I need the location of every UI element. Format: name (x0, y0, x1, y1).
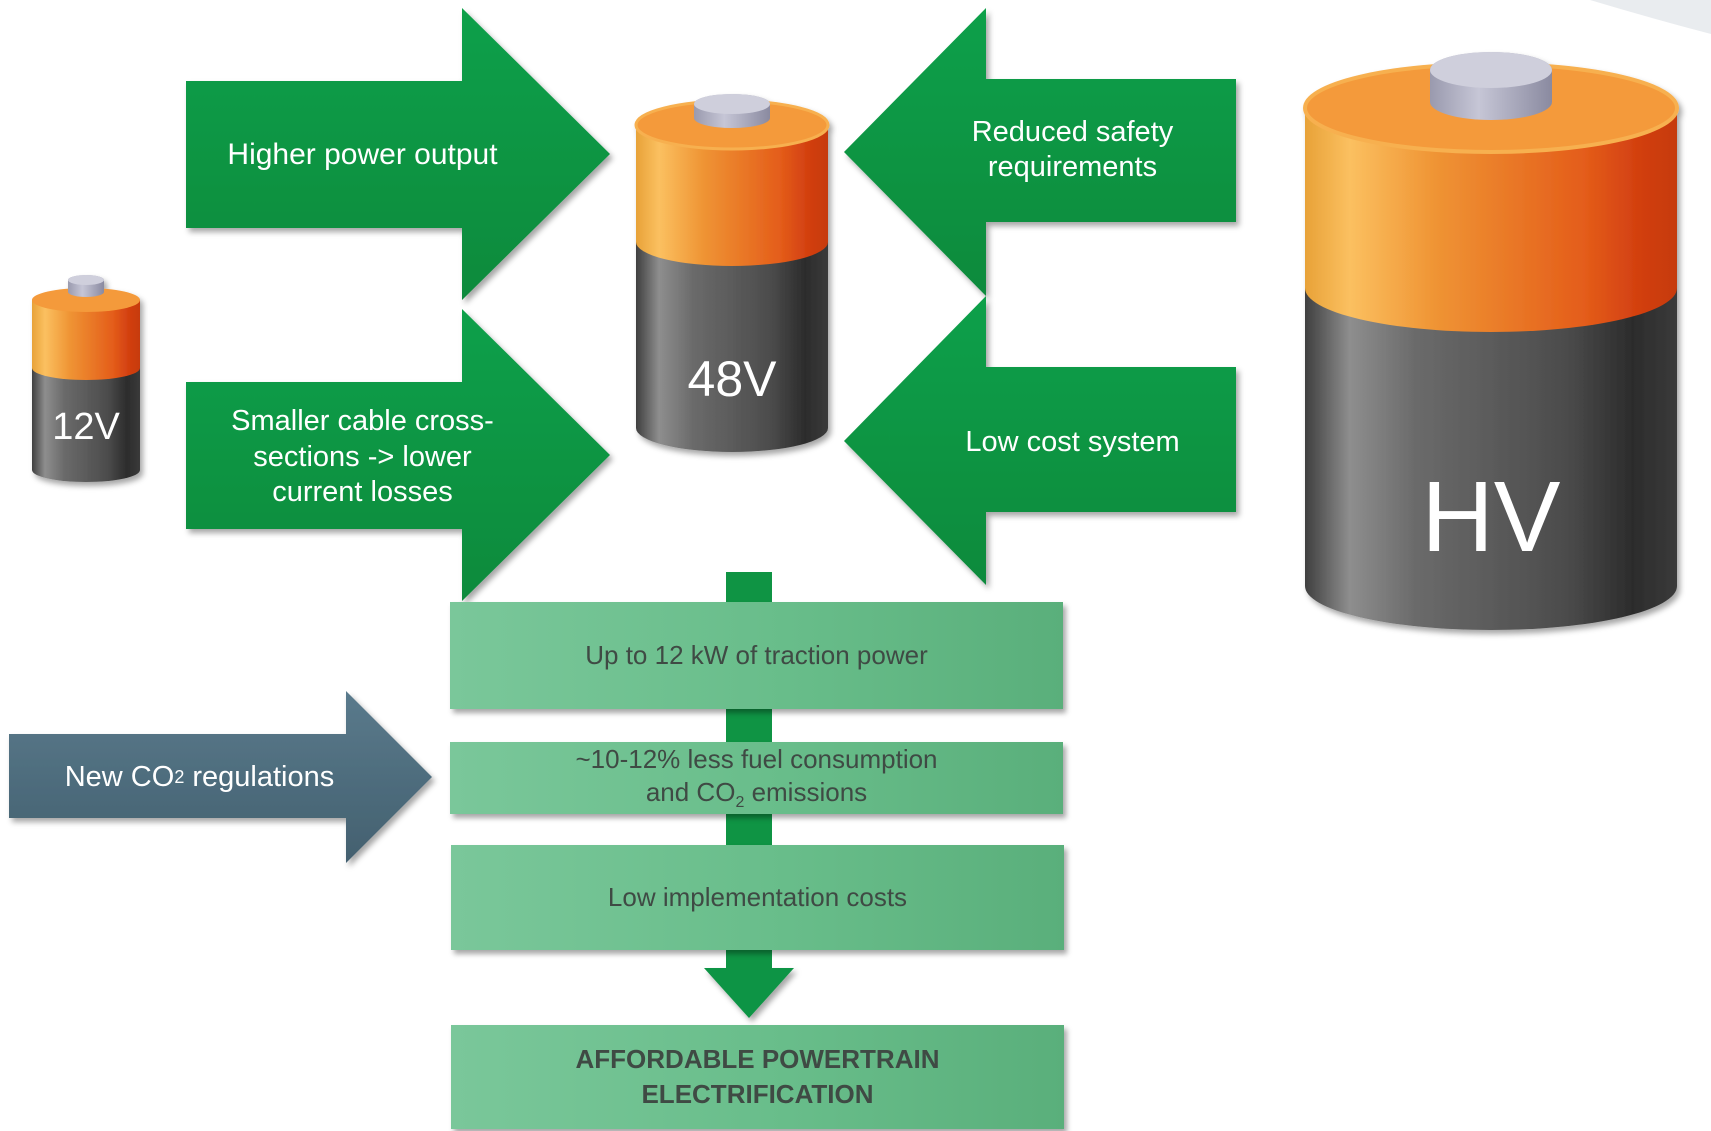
result-line-2: ELECTRIFICATION (641, 1079, 874, 1109)
box-implementation-costs: Low implementation costs (451, 845, 1064, 950)
low-cost-label: Low cost system (965, 426, 1180, 459)
box-traction-power: Up to 12 kW of traction power (450, 602, 1063, 709)
fuel-line-1: ~10-12% less fuel consumption (575, 744, 938, 775)
co2-suffix: regulations (184, 761, 335, 794)
box-fuel-consumption: ~10-12% less fuel consumption and CO2 em… (450, 742, 1063, 814)
cable-line-2: sections -> lower (253, 440, 472, 473)
box-result: AFFORDABLE POWERTRAIN ELECTRIFICATION (451, 1025, 1064, 1129)
reduced-safety-label: Reduced safety requirements (930, 110, 1215, 190)
higher-power-label: Higher power output (227, 137, 498, 171)
cable-line-1: Smaller cable cross- (231, 405, 494, 438)
battery-48v-label: 48V (687, 351, 777, 407)
safety-line-2: requirements (987, 151, 1158, 183)
cable-line-3: current losses (272, 476, 453, 509)
co2-sub: 2 (174, 767, 185, 788)
arrow-higher-power (186, 8, 610, 300)
co2-prefix: New CO (64, 761, 175, 794)
result-line-1: AFFORDABLE POWERTRAIN (575, 1043, 940, 1074)
cable-cross-sections-label: Smaller cable cross- sections -> lower c… (190, 400, 535, 515)
arrow-co2-regulations (9, 691, 432, 863)
battery-hv-label: HV (1421, 461, 1561, 573)
arrow-reduced-safety (844, 8, 1236, 296)
battery-12v (32, 275, 140, 482)
corner-sheen (1590, 0, 1711, 34)
battery-12v-label: 12V (52, 406, 120, 448)
fuel-line-2: and CO2 emissions (645, 776, 868, 811)
safety-line-1: Reduced safety (971, 115, 1174, 148)
arrow-cable-cross-sections (186, 309, 610, 601)
battery-hv (1303, 52, 1679, 630)
battery-48v (634, 94, 830, 452)
arrow-low-cost (844, 296, 1236, 585)
down-arrow (704, 968, 794, 1018)
